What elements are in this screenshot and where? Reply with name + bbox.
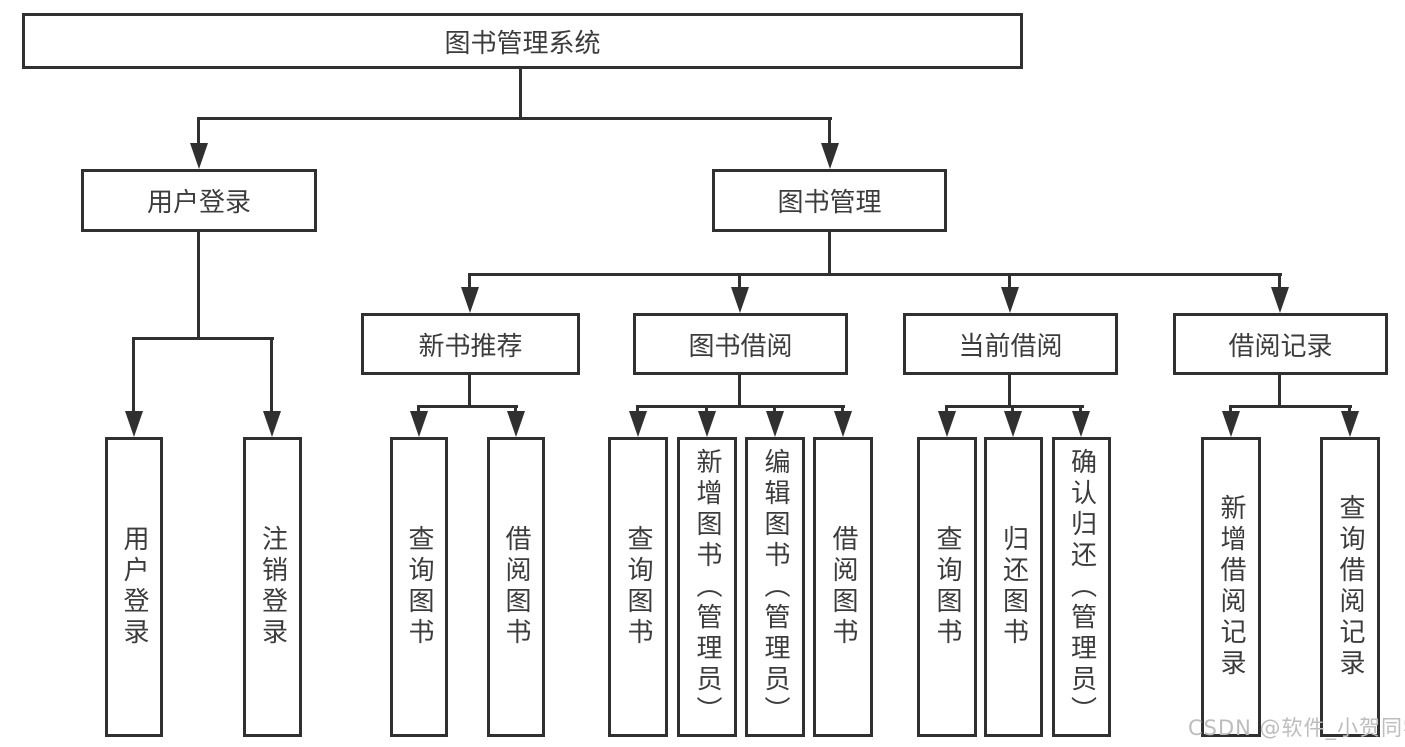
connector-arrow-stem xyxy=(514,405,517,415)
arrowhead xyxy=(629,411,647,437)
connector-arrow-stem xyxy=(828,117,831,147)
node-user-login: 用户登录 xyxy=(81,169,317,232)
connector-arrow-stem xyxy=(270,337,273,415)
connector-arrow-stem xyxy=(468,273,471,291)
connector-stem xyxy=(468,375,471,408)
leaf-logout: 注销登录 xyxy=(243,437,302,737)
leaf-borrow-books-recommend-label: 借阅图书 xyxy=(501,525,531,649)
connector-stem xyxy=(738,375,741,408)
connector-arrow-stem xyxy=(1079,405,1082,415)
node-root-label: 图书管理系统 xyxy=(444,28,601,59)
arrowhead xyxy=(938,411,956,437)
leaf-logout-label: 注销登录 xyxy=(257,525,288,649)
arrowhead xyxy=(731,287,749,313)
connector-arrow-stem xyxy=(773,405,776,415)
connector-arrow-stem xyxy=(1229,405,1232,415)
arrowhead xyxy=(834,411,852,437)
leaf-borrow-books-recommend: 借阅图书 xyxy=(487,437,545,737)
leaf-query-books-recommend-label: 查询图书 xyxy=(404,525,434,649)
leaf-add-books-admin: 新增图书（管理员） xyxy=(677,437,737,737)
connector-stem xyxy=(1008,375,1011,408)
watermark: CSDN @软件_小贺同学 xyxy=(1188,716,1405,740)
connector-arrow-stem xyxy=(705,405,708,415)
node-book-management-label: 图书管理 xyxy=(777,188,882,218)
leaf-confirm-return-admin-label: 确认归还（管理员） xyxy=(1066,447,1097,727)
arrowhead xyxy=(1001,287,1019,313)
arrowhead xyxy=(1072,411,1090,437)
connector-arrow-stem xyxy=(1011,405,1014,415)
arrowhead xyxy=(410,411,428,437)
connector-root-branch xyxy=(197,117,832,120)
arrowhead xyxy=(766,411,784,437)
arrowhead xyxy=(190,143,208,169)
leaf-query-borrow-record-label: 查询借阅记录 xyxy=(1335,494,1365,680)
connector-arrow-stem xyxy=(1348,405,1351,415)
node-book-borrowing-label: 图书借阅 xyxy=(688,331,793,362)
connector-arrow-stem xyxy=(738,273,741,291)
connector-branch xyxy=(636,405,845,408)
connector-arrow-stem xyxy=(636,405,639,415)
leaf-add-borrow-record-label: 新增借阅记录 xyxy=(1216,494,1246,680)
arrowhead xyxy=(698,411,716,437)
leaf-query-books-current-label: 查询图书 xyxy=(932,525,962,649)
leaf-confirm-return-admin: 确认归还（管理员） xyxy=(1052,437,1111,737)
arrowhead xyxy=(1341,411,1359,437)
leaf-query-books-borrowing: 查询图书 xyxy=(608,437,668,737)
leaf-query-books-recommend: 查询图书 xyxy=(390,437,448,737)
leaf-return-books: 归还图书 xyxy=(984,437,1043,737)
connector-branch xyxy=(1229,405,1352,408)
connector-branch xyxy=(417,405,518,408)
leaf-edit-books-admin: 编辑图书（管理员） xyxy=(745,437,805,737)
leaf-user-login: 用户登录 xyxy=(105,437,163,737)
node-book-management: 图书管理 xyxy=(712,169,947,232)
leaf-borrow-books-borrowing-label: 借阅图书 xyxy=(828,525,858,649)
connector-arrow-stem xyxy=(1278,273,1281,291)
leaf-return-books-label: 归还图书 xyxy=(998,525,1029,649)
connector-root-stem xyxy=(519,69,522,117)
connector-arrow-stem xyxy=(417,405,420,415)
node-borrowing-records: 借阅记录 xyxy=(1173,313,1388,375)
connector-stem xyxy=(1278,375,1281,408)
node-user-login-label: 用户登录 xyxy=(146,188,251,218)
arrowhead xyxy=(1222,411,1240,437)
leaf-borrow-books-borrowing: 借阅图书 xyxy=(813,437,873,737)
node-root: 图书管理系统 xyxy=(22,13,1023,69)
connector-arrow-stem xyxy=(132,337,135,415)
connector-arrow-stem xyxy=(1008,273,1011,291)
connector-book-mgmt-stem xyxy=(828,232,831,276)
arrowhead xyxy=(507,411,525,437)
node-new-book-recommend: 新书推荐 xyxy=(361,313,580,375)
node-new-book-recommend-label: 新书推荐 xyxy=(418,331,523,362)
node-current-borrowing: 当前借阅 xyxy=(903,313,1118,375)
leaf-query-books-current: 查询图书 xyxy=(917,437,977,737)
connector-arrow-stem xyxy=(197,117,200,147)
leaf-edit-books-admin-label: 编辑图书（管理员） xyxy=(760,447,790,727)
arrowhead xyxy=(461,287,479,313)
arrowhead xyxy=(263,411,281,437)
leaf-query-borrow-record: 查询借阅记录 xyxy=(1320,437,1380,737)
connector-branch xyxy=(945,405,1084,408)
connector-book-mgmt-branch xyxy=(468,273,1282,276)
leaf-user-login-label: 用户登录 xyxy=(119,525,149,649)
leaf-query-books-borrowing-label: 查询图书 xyxy=(623,525,653,649)
arrowhead xyxy=(821,143,839,169)
connector-arrow-stem xyxy=(841,405,844,415)
arrowhead xyxy=(1271,287,1289,313)
connector-user-login-stem xyxy=(197,232,200,340)
node-book-borrowing: 图书借阅 xyxy=(633,313,848,375)
connector-user-login-branch xyxy=(132,337,274,340)
leaf-add-books-admin-label: 新增图书（管理员） xyxy=(692,447,722,727)
arrowhead xyxy=(125,411,143,437)
node-current-borrowing-label: 当前借阅 xyxy=(958,331,1063,362)
connector-arrow-stem xyxy=(945,405,948,415)
leaf-add-borrow-record: 新增借阅记录 xyxy=(1201,437,1261,737)
arrowhead xyxy=(1004,411,1022,437)
node-borrowing-records-label: 借阅记录 xyxy=(1228,331,1333,362)
